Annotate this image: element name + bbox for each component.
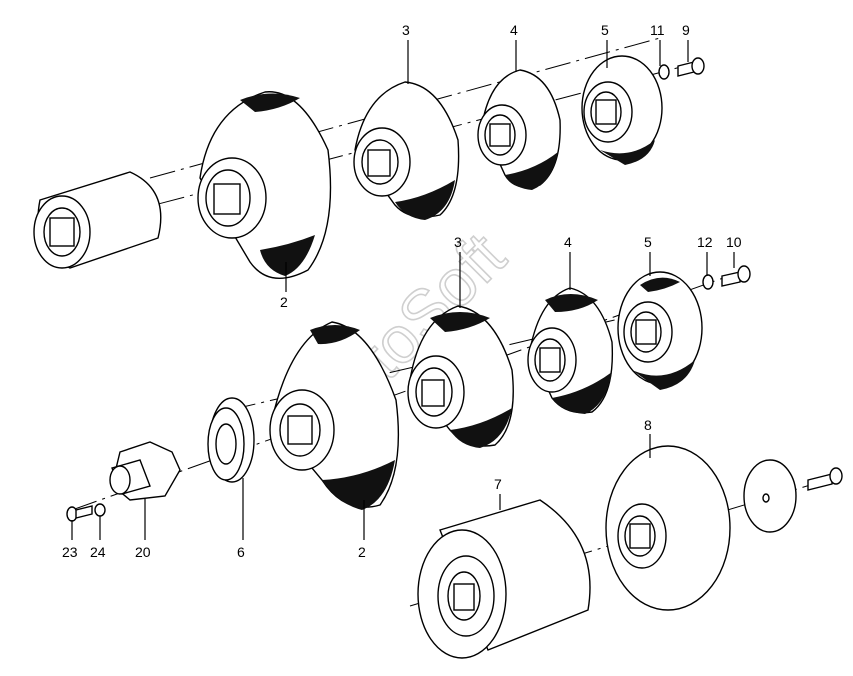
callout-top-2: 2	[280, 294, 288, 310]
bolt-23	[66, 505, 93, 522]
callout-mid-4: 4	[564, 234, 572, 250]
cone-2-mid	[269, 321, 400, 510]
callout-top-3: 3	[402, 22, 410, 38]
cone-3-mid	[407, 305, 514, 448]
callout-top-9: 9	[682, 22, 690, 38]
flange-5-top	[581, 55, 663, 165]
callout-mid-5: 5	[644, 234, 652, 250]
callout-bot-2: 2	[358, 544, 366, 560]
callout-top-4: 4	[510, 22, 518, 38]
drum-7	[417, 499, 591, 659]
callout-top-11: 11	[650, 22, 665, 38]
washer-11-top	[658, 64, 670, 80]
callout-mid-12: 12	[697, 234, 713, 250]
cover-bolt	[807, 467, 843, 491]
cone-2-top	[197, 91, 332, 279]
callout-bot-23: 23	[62, 544, 78, 560]
callout-bot-6: 6	[237, 544, 245, 560]
callout-top-5: 5	[601, 22, 609, 38]
bolt-10-mid	[721, 265, 751, 287]
callout-bot-7: 7	[494, 476, 502, 492]
hub-20	[109, 441, 181, 501]
cone-3-top	[353, 81, 460, 220]
plate-6	[207, 397, 255, 483]
callout-bot-24: 24	[90, 544, 106, 560]
washer-12-mid	[702, 274, 714, 290]
flange-5-mid	[617, 271, 703, 390]
callout-mid-3: 3	[454, 234, 462, 250]
washer-24	[94, 503, 106, 517]
callout-bot-8: 8	[644, 417, 652, 433]
callout-bot-20: 20	[135, 544, 151, 560]
bolt-9-top	[677, 57, 705, 77]
hub-sleeve	[33, 171, 162, 269]
cone-4-top	[477, 69, 561, 190]
callout-mid-10: 10	[726, 234, 742, 250]
cone-4-mid	[527, 287, 614, 414]
cover-disc	[743, 459, 797, 533]
disc-8	[605, 445, 731, 611]
